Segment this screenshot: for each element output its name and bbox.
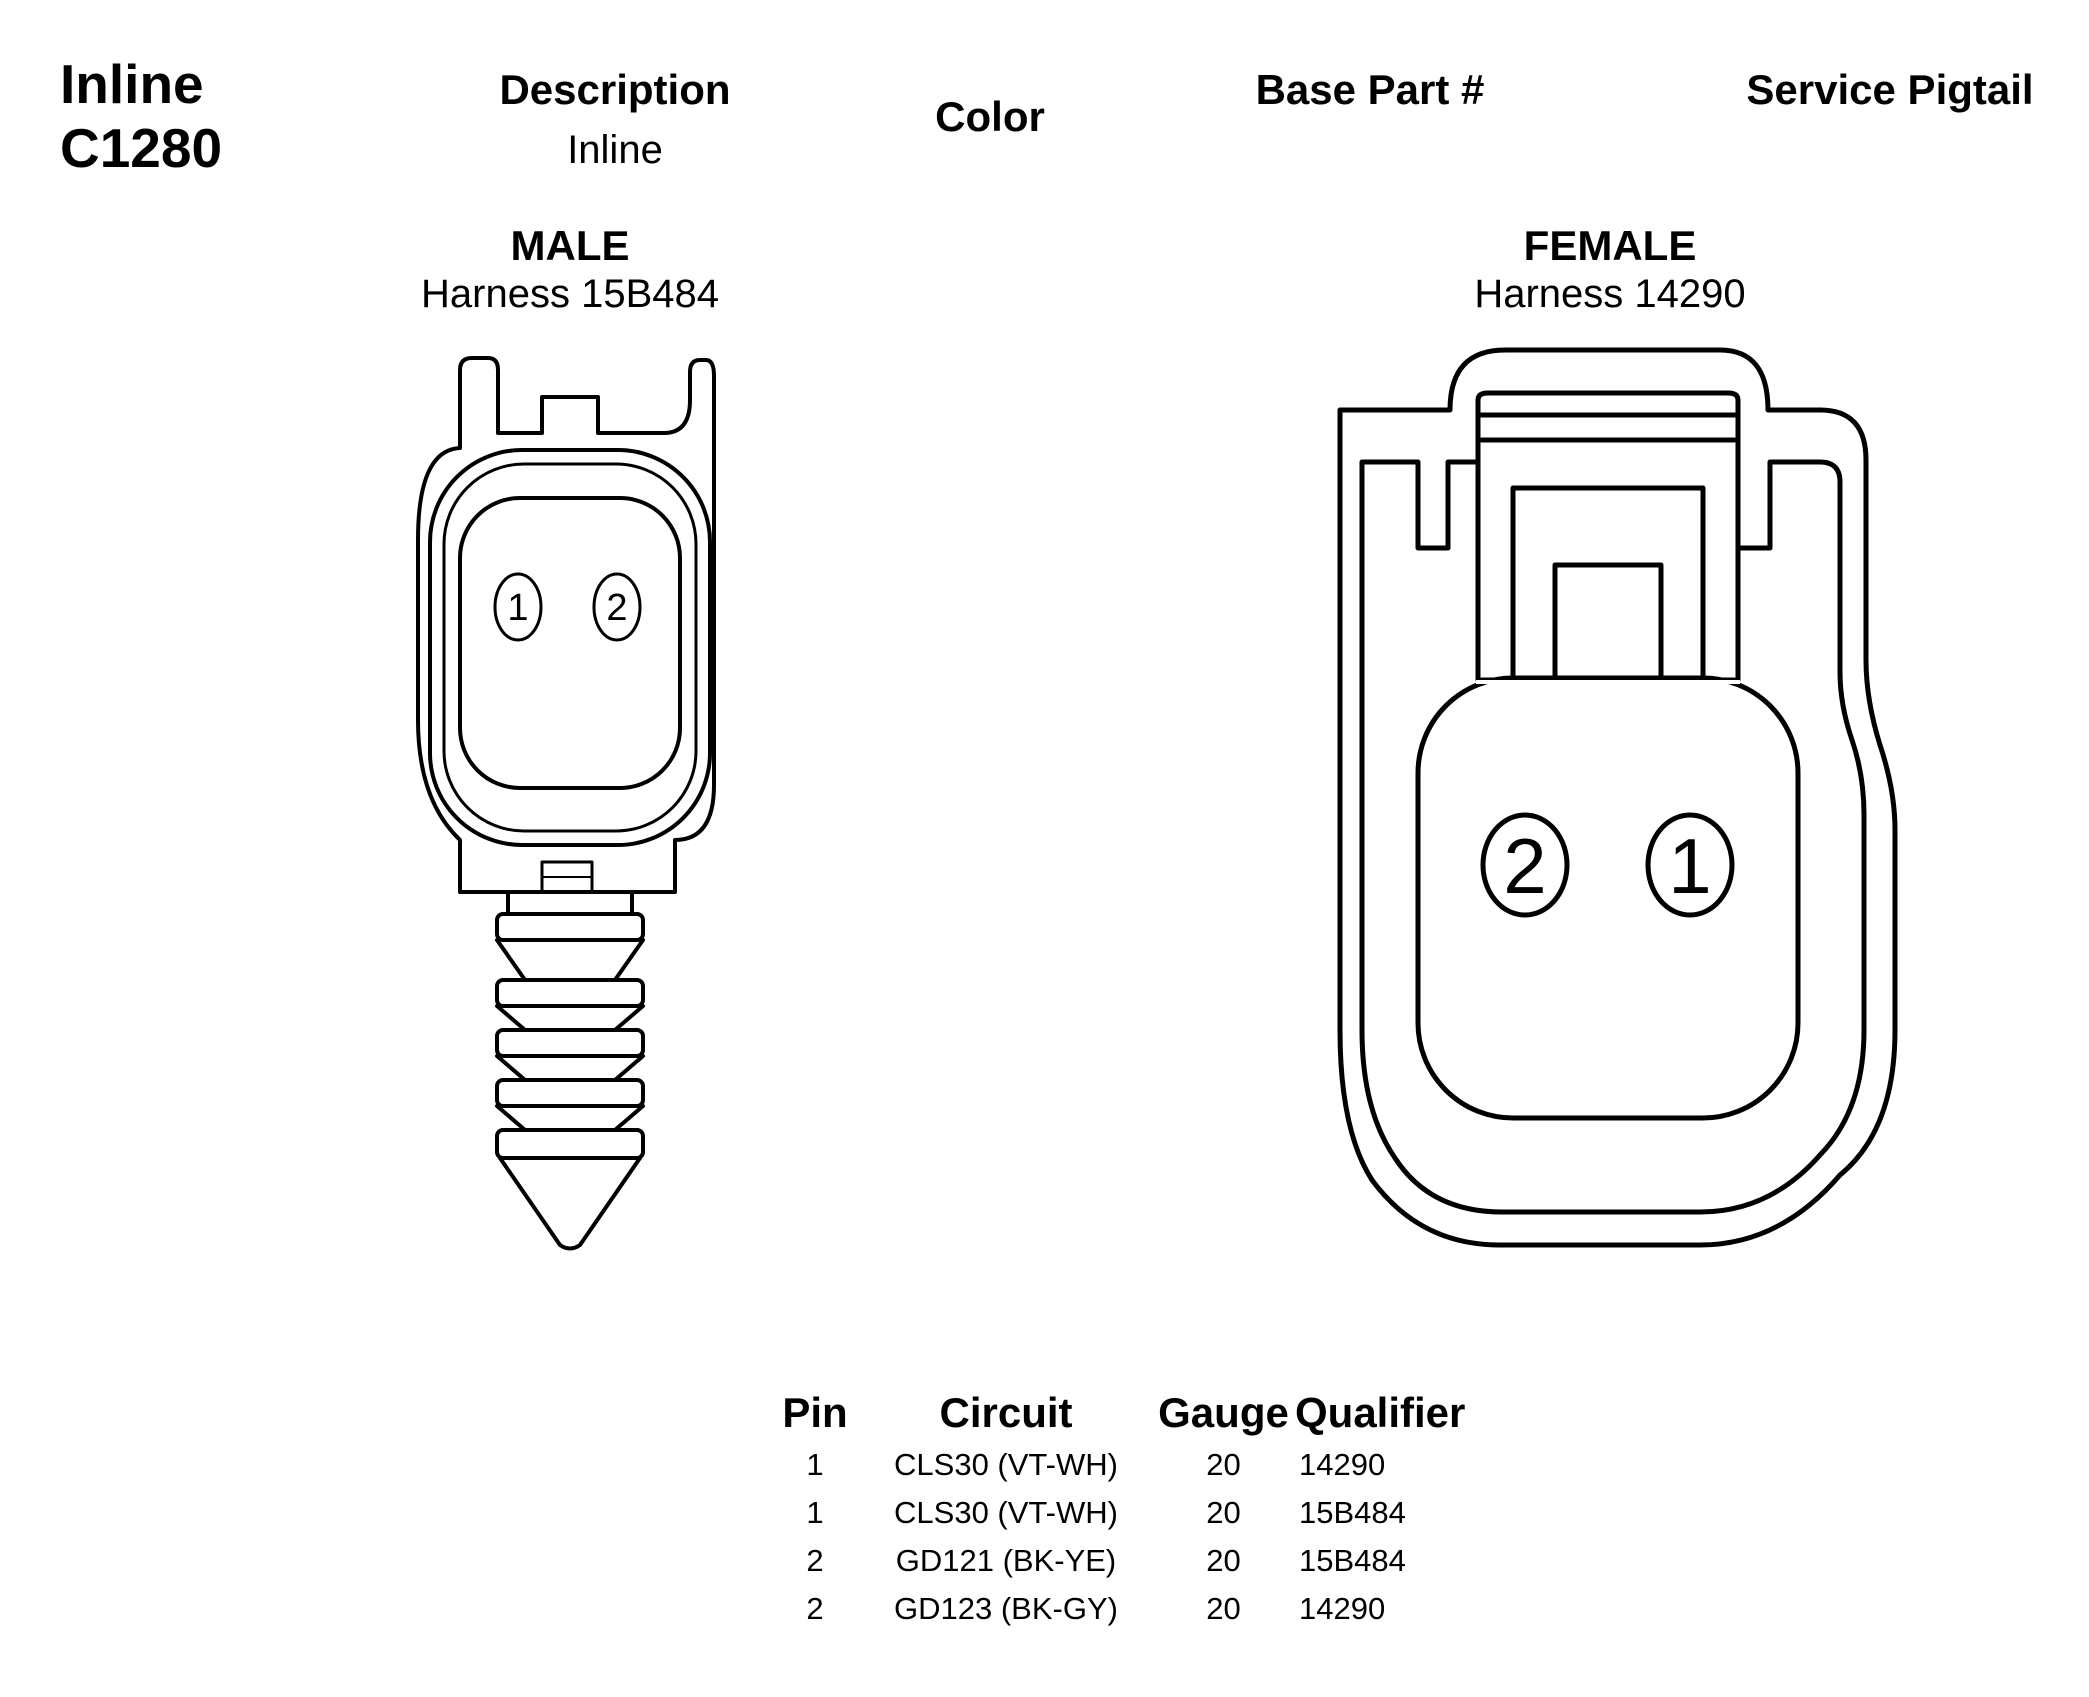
- male-ribs: [495, 912, 645, 1251]
- cell-qualifier: 15B484: [1299, 1495, 1406, 1530]
- cell-gauge: 20: [1206, 1495, 1241, 1530]
- female-pin-1-circle: [1645, 812, 1735, 918]
- connector-id: C1280: [60, 117, 223, 179]
- col-circuit: Circuit: [939, 1389, 1073, 1436]
- col-qualifier: Qualifier: [1295, 1389, 1466, 1436]
- male-body-mid: [442, 462, 698, 833]
- male-body-outer: [428, 448, 712, 847]
- female-harness: Harness 14290: [1474, 272, 1746, 316]
- color-label: Color: [935, 93, 1045, 140]
- pin-table-header: Pin Circuit Gauge Qualifier: [770, 1385, 1519, 1441]
- cell-pin: 2: [806, 1543, 824, 1578]
- male-pin-face: [458, 496, 682, 790]
- male-pins: [493, 572, 642, 642]
- cell-circuit: GD121 (BK-YE): [895, 1543, 1117, 1578]
- male-connector: [416, 356, 716, 1251]
- table-row: 1 CLS30 (VT-WH) 20 14290: [770, 1441, 1519, 1489]
- cell-qualifier: 15B484: [1299, 1543, 1406, 1578]
- male-title: MALE: [510, 222, 630, 269]
- description-label: Description: [499, 66, 731, 113]
- col-pin: Pin: [782, 1389, 848, 1436]
- female-pin-1-label: 1: [1668, 822, 1711, 910]
- female-lock-inner: [1552, 562, 1664, 683]
- female-connector: [1337, 347, 1898, 1248]
- female-pin-2-circle: [1480, 812, 1570, 918]
- table-row: 1 CLS30 (VT-WH) 20 15B484: [770, 1489, 1519, 1537]
- cell-pin: 1: [806, 1495, 824, 1530]
- cell-gauge: 20: [1206, 1447, 1241, 1482]
- male-pin-1-label: 1: [507, 587, 528, 629]
- description-value: Inline: [567, 128, 663, 172]
- service-pigtail-label: Service Pigtail: [1746, 66, 2034, 113]
- cell-circuit: CLS30 (VT-WH): [894, 1447, 1118, 1482]
- cell-pin: 1: [806, 1447, 824, 1482]
- male-neck: [506, 890, 634, 916]
- cell-qualifier: 14290: [1299, 1447, 1386, 1482]
- female-shell-outer: [1337, 347, 1898, 1248]
- table-row: 2 GD123 (BK-GY) 20 14290: [770, 1585, 1519, 1633]
- cell-circuit: GD123 (BK-GY): [894, 1591, 1118, 1626]
- female-pin-2-label: 2: [1503, 822, 1546, 910]
- female-shell-inner: [1359, 390, 1867, 1215]
- female-lock-mid: [1510, 485, 1706, 683]
- female-pin-face: [1415, 675, 1801, 1121]
- male-harness: Harness 15B484: [421, 272, 719, 316]
- female-lock-outer: [1475, 412, 1741, 683]
- col-gauge: Gauge: [1158, 1389, 1289, 1436]
- cell-circuit: CLS30 (VT-WH): [894, 1495, 1118, 1530]
- cell-gauge: 20: [1206, 1591, 1241, 1626]
- male-latch-frame: [416, 356, 716, 894]
- base-part-label: Base Part #: [1255, 66, 1485, 113]
- female-title: FEMALE: [1523, 222, 1697, 269]
- pin-table: Pin Circuit Gauge Qualifier 1 CLS30 (VT-…: [770, 1385, 1519, 1633]
- cell-gauge: 20: [1206, 1543, 1241, 1578]
- table-row: 2 GD121 (BK-YE) 20 15B484: [770, 1537, 1519, 1585]
- male-pin-2-label: 2: [606, 587, 627, 629]
- cell-qualifier: 14290: [1299, 1591, 1386, 1626]
- female-pins: [1480, 812, 1735, 918]
- male-pin-2-circle: [592, 572, 642, 642]
- connector-type: Inline: [60, 53, 204, 115]
- male-pin-1-circle: [493, 572, 543, 642]
- cell-pin: 2: [806, 1591, 824, 1626]
